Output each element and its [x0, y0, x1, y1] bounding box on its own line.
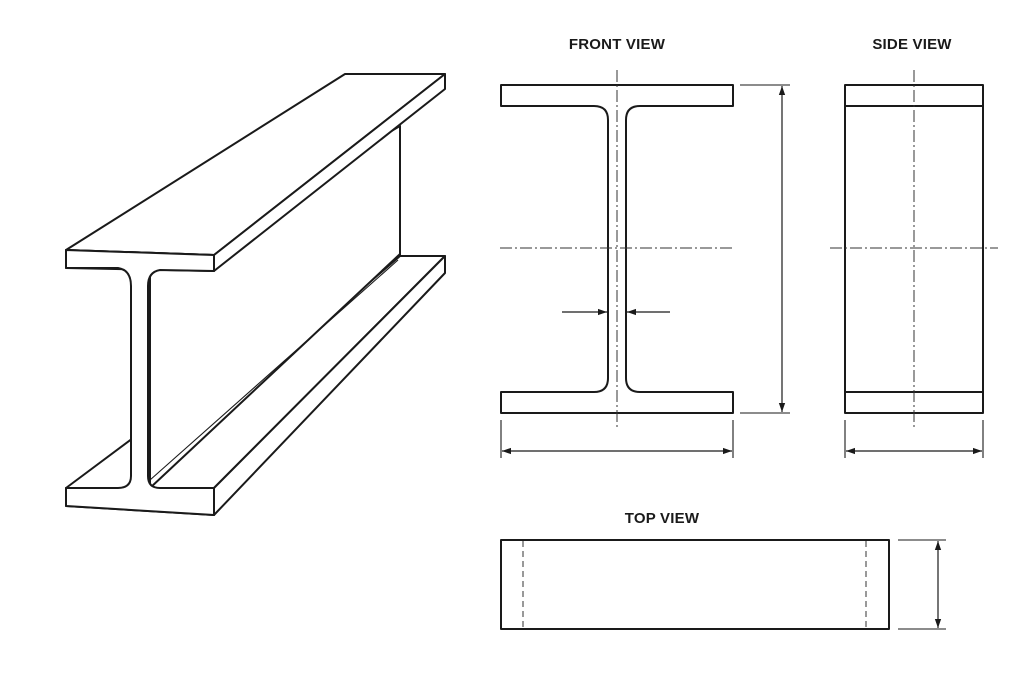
- front-view: FRONT VIEW: [500, 36, 790, 458]
- side-width-dimension: [844, 420, 984, 458]
- isometric-i-beam: [65, 73, 446, 516]
- iso-front-section: [65, 249, 215, 516]
- top-view-outline: [500, 539, 890, 630]
- top-view: TOP VIEW: [500, 510, 946, 630]
- front-view-label: FRONT VIEW: [569, 36, 666, 53]
- front-i-section-outline: [500, 84, 734, 414]
- side-view: SIDE VIEW: [830, 36, 998, 458]
- height-dimension: [740, 84, 790, 414]
- top-view-label: TOP VIEW: [625, 510, 700, 527]
- side-view-label: SIDE VIEW: [872, 36, 952, 53]
- top-depth-dimension: [898, 539, 946, 630]
- flange-width-dimension: [500, 420, 734, 458]
